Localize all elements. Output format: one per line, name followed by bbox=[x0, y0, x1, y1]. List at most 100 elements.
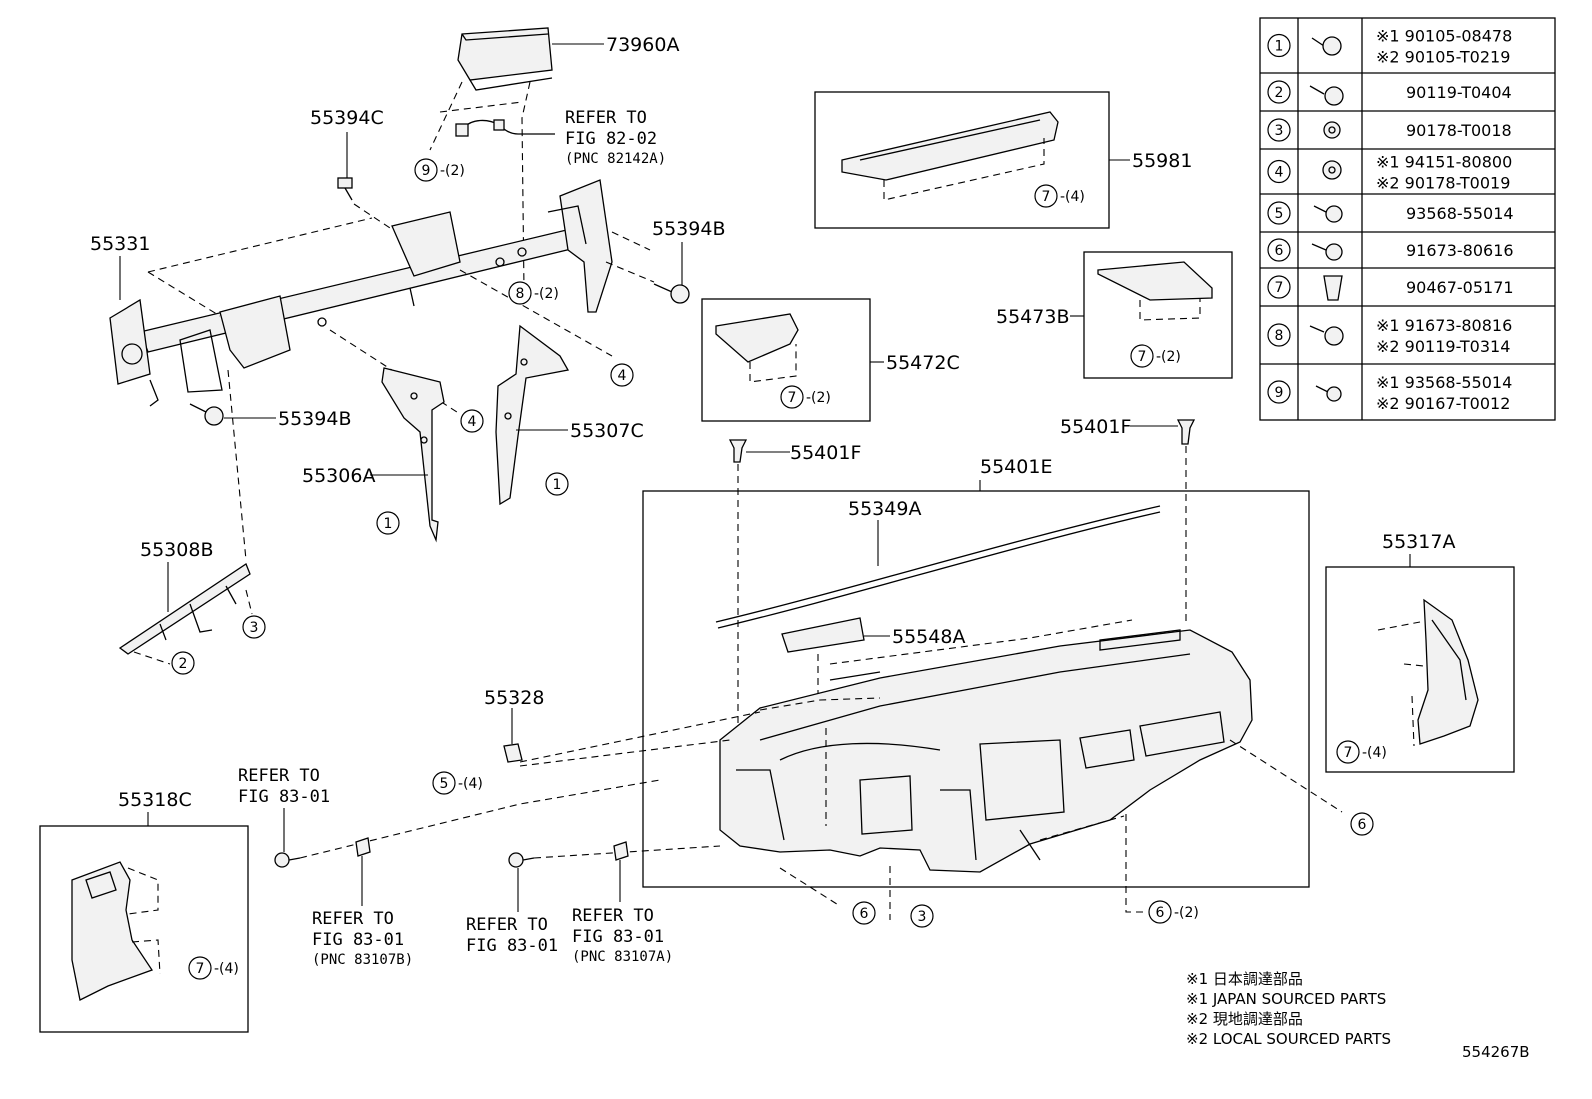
cover-55318C-drawing bbox=[71, 861, 161, 1001]
callout-quantity: -(2) bbox=[440, 163, 465, 179]
callout-circle bbox=[1034, 184, 1058, 208]
callout-7: 7-(4) bbox=[1336, 740, 1387, 764]
callout-circle bbox=[376, 511, 400, 535]
dashboard-drawing bbox=[719, 629, 1253, 873]
fastener-icon-3 bbox=[1323, 121, 1341, 139]
callout-quantity: -(2) bbox=[1174, 905, 1199, 921]
callout-5: 5-(4) bbox=[432, 771, 483, 795]
nut-refer-far-drawing bbox=[613, 841, 629, 861]
callout-1: 1 bbox=[376, 511, 400, 535]
callout-7: 7-(4) bbox=[188, 956, 239, 980]
part-number: ※2 90105-T0219 bbox=[1376, 48, 1510, 67]
refer-to-mid-pnc: (PNC 83107B) bbox=[312, 952, 413, 968]
callout-6: 6 bbox=[1350, 812, 1374, 836]
callout-number: 4 bbox=[618, 368, 627, 384]
row-number: 6 bbox=[1275, 243, 1284, 259]
part-label-55317A: 55317A bbox=[1382, 531, 1455, 553]
cover-55981-drawing bbox=[841, 111, 1059, 201]
fastener-icon-6 bbox=[1311, 243, 1343, 261]
callout-quantity: -(4) bbox=[1060, 189, 1085, 205]
part-label-55331: 55331 bbox=[90, 233, 150, 255]
callout-4: 4 bbox=[610, 363, 634, 387]
callout-number: 7 bbox=[1344, 745, 1353, 761]
bolt-refer-left-drawing bbox=[274, 852, 301, 868]
refer-to-82-02-line1: REFER TO bbox=[565, 108, 647, 128]
part-number: ※2 90119-T0314 bbox=[1376, 337, 1510, 356]
callout-circle bbox=[171, 651, 195, 675]
fastener-row-8: 8※1 91673-80816※2 90119-T0314 bbox=[1267, 316, 1512, 356]
part-label-55981: 55981 bbox=[1132, 150, 1192, 172]
part-number: ※1 91673-80816 bbox=[1376, 316, 1512, 335]
row-number-circle bbox=[1267, 118, 1291, 142]
row-number-circle bbox=[1267, 380, 1291, 404]
refer-to-far-pnc: (PNC 83107A) bbox=[572, 949, 673, 965]
callout-number: 6 bbox=[1358, 817, 1367, 833]
part-label-55394B-top: 55394B bbox=[652, 218, 725, 240]
callout-2: 2 bbox=[171, 651, 195, 675]
box-55472C bbox=[701, 298, 871, 422]
callout-number: 6 bbox=[860, 906, 869, 922]
part-label-55401E: 55401E bbox=[980, 456, 1052, 478]
callout-4: 4 bbox=[460, 409, 484, 433]
callout-circle bbox=[852, 901, 876, 925]
part-number: ※2 90167-T0012 bbox=[1376, 394, 1510, 413]
note-1: ※1 日本調達部品 bbox=[1186, 970, 1303, 988]
box-55401E bbox=[642, 490, 1310, 888]
callout-quantity: -(2) bbox=[806, 390, 831, 406]
fastener-row-4: 4※1 94151-80800※2 90178-T0019 bbox=[1267, 153, 1512, 193]
callout-circle bbox=[1336, 740, 1360, 764]
part-number: 93568-55014 bbox=[1406, 204, 1514, 223]
part-label-55394C: 55394C bbox=[310, 107, 384, 129]
refer-to-mid-line1: REFER TO bbox=[312, 909, 394, 929]
callout-number: 2 bbox=[179, 656, 188, 672]
callout-quantity: -(2) bbox=[534, 286, 559, 302]
fastener-icon-8 bbox=[1309, 325, 1344, 346]
refer-to-82-02-line2: FIG 82-02 bbox=[565, 129, 657, 149]
airbag-module-drawing bbox=[429, 27, 604, 291]
callout-circle bbox=[545, 472, 569, 496]
callout-1: 1 bbox=[545, 472, 569, 496]
part-label-55472C: 55472C bbox=[886, 352, 960, 374]
fastener-icon-7 bbox=[1323, 275, 1343, 301]
bolt-refer-right-drawing bbox=[508, 852, 535, 868]
refer-to-right-line2: FIG 83-01 bbox=[466, 936, 558, 956]
callout-number: 7 bbox=[788, 390, 797, 406]
clip-55401F-right-drawing bbox=[1176, 419, 1196, 445]
callout-number: 7 bbox=[196, 961, 205, 977]
callout-circle bbox=[188, 956, 212, 980]
part-label-55328: 55328 bbox=[484, 687, 544, 709]
part-label-55548A: 55548A bbox=[892, 626, 965, 648]
callout-number: 3 bbox=[918, 909, 927, 925]
callout-circle bbox=[1130, 344, 1154, 368]
callout-number: 6 bbox=[1156, 905, 1165, 921]
part-label-55318C: 55318C bbox=[118, 789, 192, 811]
callout-6: 6 bbox=[852, 901, 876, 925]
part-label-55401F-left: 55401F bbox=[790, 442, 861, 464]
part-number: ※1 94151-80800 bbox=[1376, 153, 1512, 172]
callout-number: 7 bbox=[1138, 349, 1147, 365]
part-label-55394B-left: 55394B bbox=[278, 408, 351, 430]
brace-55306A-drawing bbox=[381, 367, 445, 543]
part-label-55401F-right: 55401F bbox=[1060, 416, 1131, 438]
row-number: 9 bbox=[1275, 385, 1284, 401]
callout-6: 6 -(2) bbox=[1148, 900, 1199, 924]
vent-55548A bbox=[781, 617, 865, 653]
row-number: 1 bbox=[1275, 39, 1284, 55]
callout-number: 7 bbox=[1042, 189, 1051, 205]
fastener-icon-1 bbox=[1311, 36, 1342, 56]
callout-number: 1 bbox=[553, 477, 562, 493]
refer-to-82-02-pnc: (PNC 82142A) bbox=[565, 151, 666, 167]
row-number: 3 bbox=[1275, 123, 1284, 139]
callout-number: 1 bbox=[384, 516, 393, 532]
cover-55473B-drawing bbox=[1097, 261, 1213, 321]
callout-quantity: -(2) bbox=[1156, 349, 1181, 365]
callout-9: 9 -(2) bbox=[414, 158, 465, 182]
box-55473B bbox=[1083, 251, 1233, 379]
callout-number: 9 bbox=[422, 163, 431, 179]
callout-circle bbox=[508, 281, 532, 305]
callout-number: 4 bbox=[468, 414, 477, 430]
